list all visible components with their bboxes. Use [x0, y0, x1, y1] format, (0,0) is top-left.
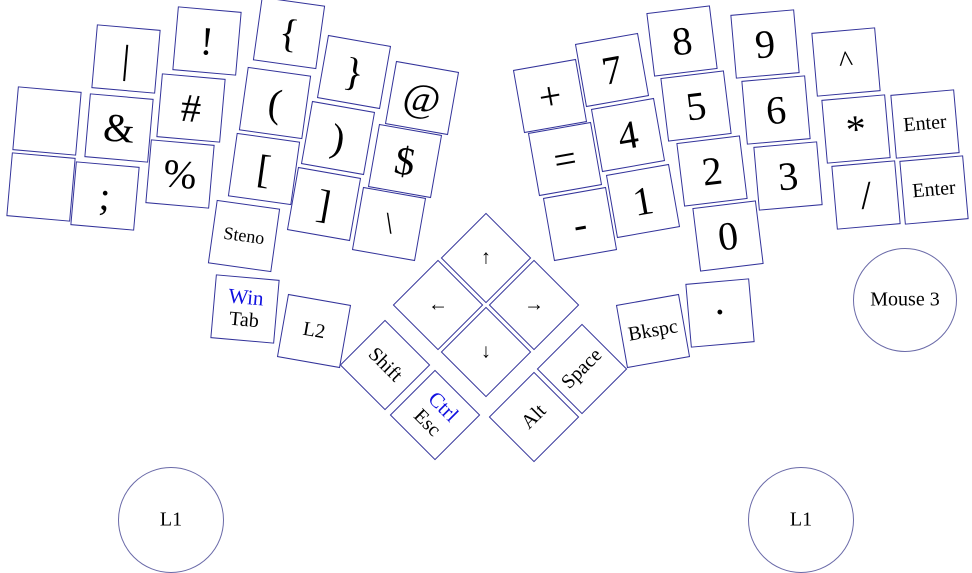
key-right-middle-zero: 0 [692, 200, 764, 272]
key-label: 2 [699, 147, 725, 195]
key-label: 5 [683, 82, 709, 130]
key-right-pinky-bottom: / [831, 160, 901, 230]
key-label: * [844, 105, 868, 153]
mouse-button-3: Mouse 3 [853, 248, 957, 352]
key-left-pinky-bottom: ; [70, 161, 140, 231]
key-label: } [340, 48, 368, 96]
key-right-ring-top: 9 [730, 9, 800, 79]
key-win-tab: Win Tab [210, 274, 280, 344]
key-label: + [534, 71, 566, 121]
key-label: | [120, 36, 132, 82]
key-label [10, 184, 72, 189]
key-dot: · [685, 278, 755, 348]
key-label: 7 [598, 46, 626, 94]
key-label: · [713, 295, 727, 330]
key-label: ) [327, 114, 349, 162]
key-label: % [161, 150, 199, 198]
key-label: [ [254, 145, 274, 193]
arrow-right-icon: → [524, 293, 544, 316]
key-label: - [569, 200, 591, 248]
key-left-middle-home: ( [238, 66, 312, 140]
right-trackball: L1 [748, 467, 854, 573]
key-label: / [858, 172, 874, 218]
key-right-inner-home: = [527, 121, 603, 197]
key-label: 8 [669, 17, 695, 65]
key-label: 0 [715, 212, 741, 260]
key-label: ] [313, 180, 335, 228]
mouse-button-label: Mouse 3 [870, 288, 940, 311]
key-label: = [549, 134, 581, 184]
key-label: L2 [301, 317, 327, 344]
key-left-pinky-top: | [91, 24, 161, 94]
key-tap-label: Tab [228, 307, 260, 333]
key-label: Space [556, 343, 607, 394]
key-right-middle-top: 8 [646, 5, 718, 77]
key-right-index-top: 7 [574, 32, 650, 108]
arrow-up-icon: ↑ [481, 246, 491, 269]
key-l2: L2 [276, 293, 352, 369]
key-label: $ [391, 137, 419, 185]
key-right-index-bottom: 1 [605, 163, 681, 239]
key-left-ring-top: ! [172, 6, 242, 76]
arrow-left-icon: ← [428, 293, 448, 316]
key-left-pinky-outer-bottom [6, 152, 76, 222]
key-right-middle-bottom: 2 [676, 135, 748, 207]
key-right-inner-top: + [512, 58, 588, 134]
key-label: 4 [614, 111, 642, 159]
key-label [16, 118, 78, 123]
key-label: 6 [764, 86, 788, 134]
key-left-index-home: ) [300, 100, 376, 176]
key-left-inner-bottom: \ [351, 186, 427, 262]
key-label: Enter [902, 110, 948, 137]
key-right-ring-bottom: 3 [753, 141, 823, 211]
key-bkspc: Bkspc [615, 293, 691, 369]
key-label: { [276, 9, 302, 57]
key-left-index-bottom: ] [286, 166, 362, 242]
key-label: Bkspc [626, 315, 680, 346]
key-left-inner-top: @ [384, 60, 460, 136]
key-right-enter-top: Enter [890, 89, 960, 159]
key-left-inner-home: $ [367, 123, 443, 199]
key-label: Alt [516, 399, 551, 434]
key-left-steno: Steno [207, 199, 281, 273]
key-label: 1 [629, 177, 657, 225]
trackball-label: L1 [159, 508, 183, 531]
key-label: & [101, 104, 137, 152]
key-left-pinky-home: & [84, 93, 154, 163]
trackball-label: L1 [789, 508, 813, 531]
key-label: ; [97, 173, 113, 219]
key-label: ^ [837, 44, 855, 79]
key-left-index-top: } [316, 34, 392, 110]
key-label: 3 [776, 152, 800, 200]
key-label: # [179, 84, 203, 132]
key-right-enter-bottom: Enter [899, 155, 969, 225]
key-right-pinky-top: ^ [811, 27, 881, 97]
key-label: Steno [222, 222, 266, 249]
key-right-middle-home: 5 [660, 70, 732, 142]
key-left-middle-bottom: [ [227, 132, 301, 206]
key-label: Shift [363, 343, 407, 387]
key-label: Enter [911, 176, 957, 203]
key-left-middle-top: { [252, 0, 326, 70]
left-trackball: L1 [118, 467, 224, 573]
key-left-ring-bottom: % [145, 139, 215, 209]
key-label: ! [198, 18, 216, 64]
key-left-ring-home: # [156, 73, 226, 143]
key-label: \ [382, 206, 397, 241]
key-label: ( [265, 79, 285, 127]
key-left-pinky-outer-top [12, 86, 82, 156]
arrow-down-icon: ↓ [481, 340, 491, 363]
key-label: 9 [753, 20, 777, 68]
key-label: @ [399, 72, 445, 124]
key-right-inner-bottom: - [542, 186, 618, 262]
key-right-pinky-home: * [821, 94, 891, 164]
key-right-ring-home: 6 [741, 75, 811, 145]
key-right-index-home: 4 [590, 97, 666, 173]
